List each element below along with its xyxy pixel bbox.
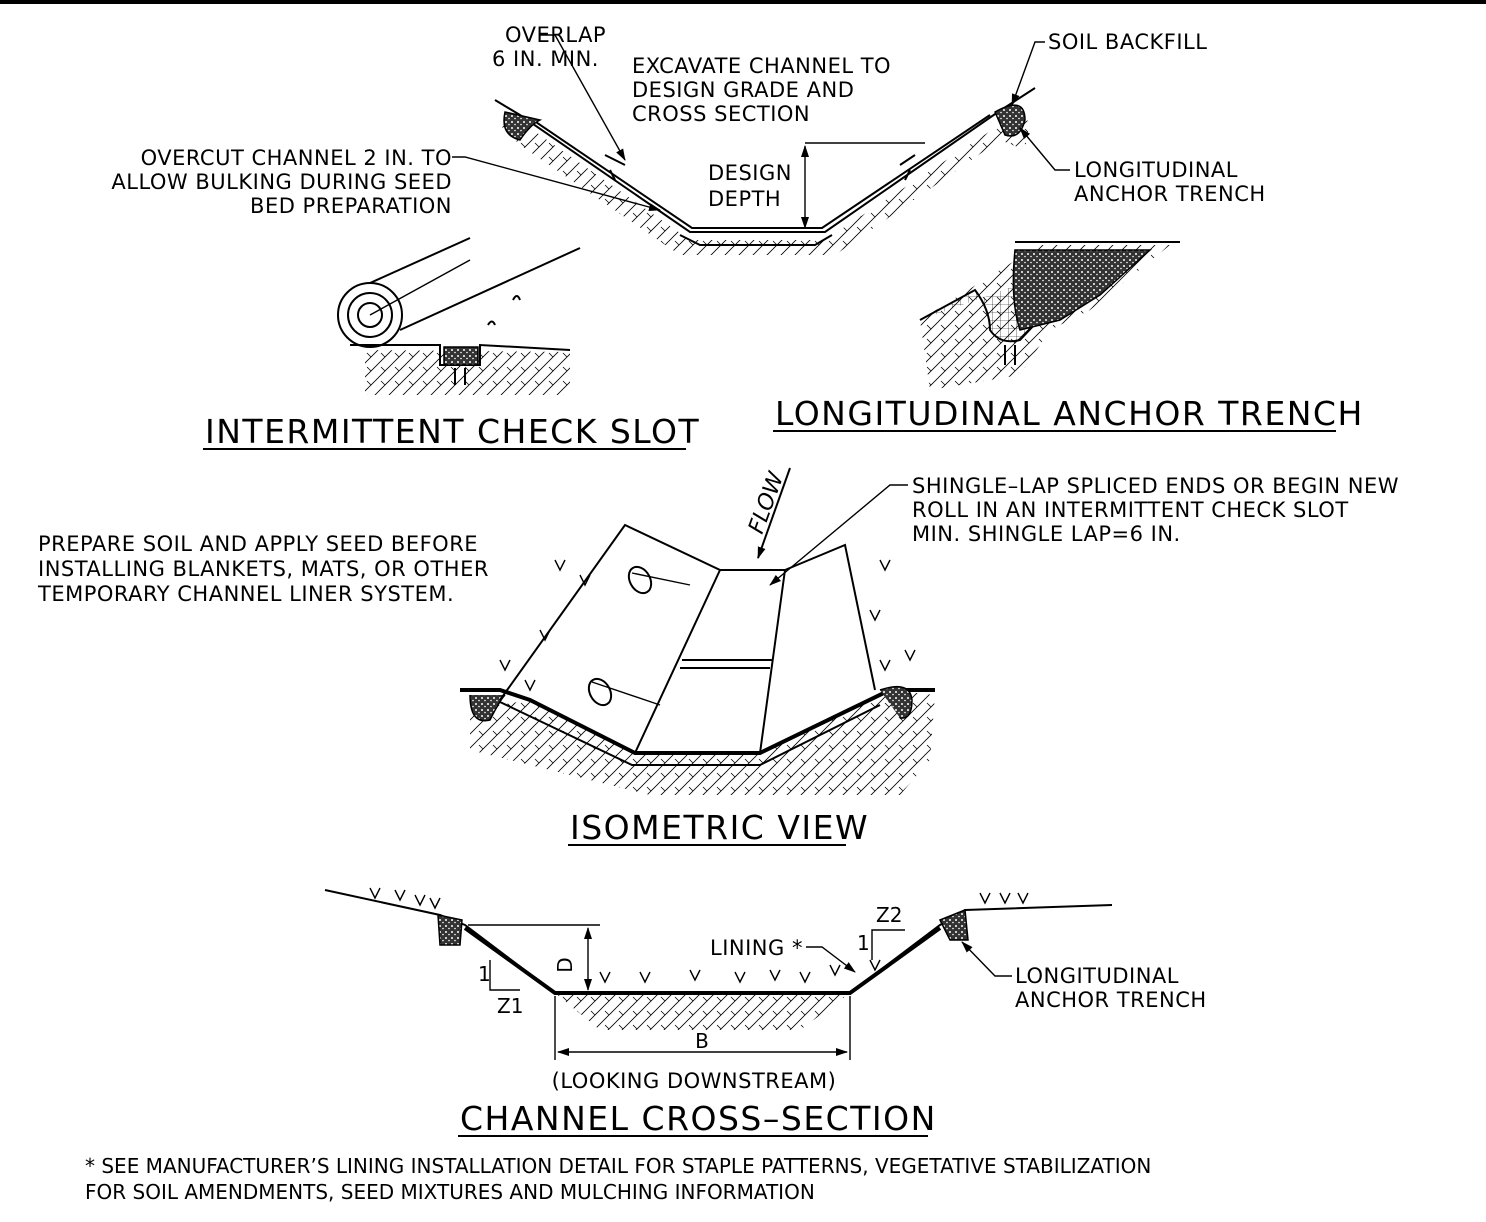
flow-arrow (757, 467, 791, 559)
footnote-line-2: FOR SOIL AMENDMENTS, SEED MIXTURES AND M… (85, 1180, 815, 1204)
cross-section-title: CHANNEL CROSS–SECTION (460, 1099, 937, 1138)
z1-label: Z1 (497, 994, 523, 1018)
cs-seed-marks (369, 887, 1029, 984)
check-slot-backfill (443, 346, 479, 366)
z2-label: Z2 (876, 903, 902, 927)
prepare-label-2: INSTALLING BLANKETS, MATS, OR OTHER (38, 557, 489, 581)
iso-right-anchor (879, 685, 913, 719)
looking-downstream-label: (LOOKING DOWNSTREAM) (552, 1069, 837, 1093)
overcut-label-1: OVERCUT CHANNEL 2 IN. TO (141, 146, 452, 170)
top-left-backfill (503, 111, 543, 141)
overcut-leader (452, 156, 661, 211)
roll-inner (357, 302, 383, 328)
iso-ground-profile (460, 688, 935, 755)
overcut-label-3: BED PREPARATION (250, 194, 452, 218)
overlap-label-2: 6 IN. MIN. (492, 47, 599, 71)
top-right-backfill (994, 104, 1026, 137)
blanket-edge (399, 247, 581, 331)
roll-middle (347, 292, 393, 338)
top-channel-soil (500, 120, 1030, 255)
excavate-label-3: CROSS SECTION (632, 102, 810, 126)
shingle-label-2: ROLL IN AN INTERMITTENT CHECK SLOT (912, 498, 1349, 522)
top-channel-section: OVERLAP 6 IN. MIN. EXCAVATE CHANNEL TO D… (111, 23, 1265, 255)
check-slot-title: INTERMITTENT CHECK SLOT (205, 412, 700, 451)
cs-left-anchor (437, 914, 463, 946)
shingle-label-3: MIN. SHINGLE LAP=6 IN. (912, 522, 1181, 546)
d-label: D (553, 957, 577, 972)
prepare-label-1: PREPARE SOIL AND APPLY SEED BEFORE (38, 532, 478, 556)
check-slot-figure (337, 237, 581, 395)
b-label: B (695, 1029, 709, 1053)
overlap-leader (540, 34, 626, 161)
soil-backfill-label: SOIL BACKFILL (1048, 30, 1207, 54)
long-anchor-top-leader (1019, 127, 1070, 171)
top-channel-overcut (679, 234, 833, 246)
check-slot-staple (454, 368, 466, 385)
long-anchor-cs-label-1: LONGITUDINAL (1015, 964, 1179, 988)
footnote-line-1: * SEE MANUFACTURER’S LINING INSTALLATION… (85, 1154, 1151, 1178)
shingle-leader (769, 484, 908, 586)
isometric-title: ISOMETRIC VIEW (570, 808, 869, 847)
lining-label: LINING * (710, 936, 803, 960)
iso-center-panel (720, 569, 787, 754)
anchor-trench-figure (919, 241, 1180, 390)
anchor-trench-backfill (1012, 249, 1152, 331)
cross-section-figure: D 1 Z1 1 Z2 LINING * LONGITUDINAL ANCHOR… (324, 887, 1207, 1093)
anchor-trench-staple (1004, 345, 1016, 365)
long-anchor-cs-leader (961, 941, 1012, 977)
z1-slope-triangle (489, 960, 520, 991)
excavate-label-1: EXCAVATE CHANNEL TO (632, 54, 891, 78)
iso-roll-upper (627, 565, 653, 595)
slope-one-right: 1 (857, 931, 870, 955)
lining-leader (806, 946, 856, 973)
iso-seed-marks (499, 559, 916, 692)
shingle-label-1: SHINGLE–LAP SPLICED ENDS OR BEGIN NEW (912, 474, 1399, 498)
long-anchor-cs-label-2: ANCHOR TRENCH (1015, 988, 1207, 1012)
design-depth-label-2: DEPTH (708, 187, 781, 211)
check-slot-soil (365, 350, 570, 395)
z2-slope-triangle (871, 929, 905, 960)
soil-backfill-leader (1011, 41, 1045, 106)
top-right-staple (899, 154, 916, 181)
cs-right-anchor (938, 908, 969, 941)
iso-roll-lower-edge (591, 681, 661, 706)
iso-liner-profile (499, 701, 881, 766)
design-depth-label-1: DESIGN (708, 161, 792, 185)
iso-right-panel (784, 543, 876, 691)
long-anchor-top-label-1: LONGITUDINAL (1074, 158, 1238, 182)
flow-label: FLOW (744, 468, 790, 537)
roll-top-edge (369, 237, 471, 284)
iso-left-panel (499, 523, 722, 754)
prepare-label-3: TEMPORARY CHANNEL LINER SYSTEM. (37, 582, 454, 606)
check-slot-staple-marks (487, 295, 521, 326)
top-left-staple (604, 154, 626, 181)
isometric-figure: FLOW SHINGLE–LAP SPLICED ENDS OR BEGIN N… (37, 467, 1399, 795)
long-anchor-top-label-2: ANCHOR TRENCH (1074, 182, 1266, 206)
cross-section-lining (463, 926, 942, 995)
excavate-label-2: DESIGN GRADE AND (632, 78, 854, 102)
anchor-trench-title: LONGITUDINAL ANCHOR TRENCH (775, 394, 1364, 433)
cross-section-soil (555, 993, 850, 1030)
slope-one-left: 1 (478, 962, 491, 986)
iso-roll-upper-edge (631, 572, 691, 586)
roll-core-line (369, 259, 471, 316)
iso-roll-lower (587, 677, 613, 707)
overcut-label-2: ALLOW BULKING DURING SEED (111, 170, 452, 194)
iso-soil (470, 690, 935, 795)
